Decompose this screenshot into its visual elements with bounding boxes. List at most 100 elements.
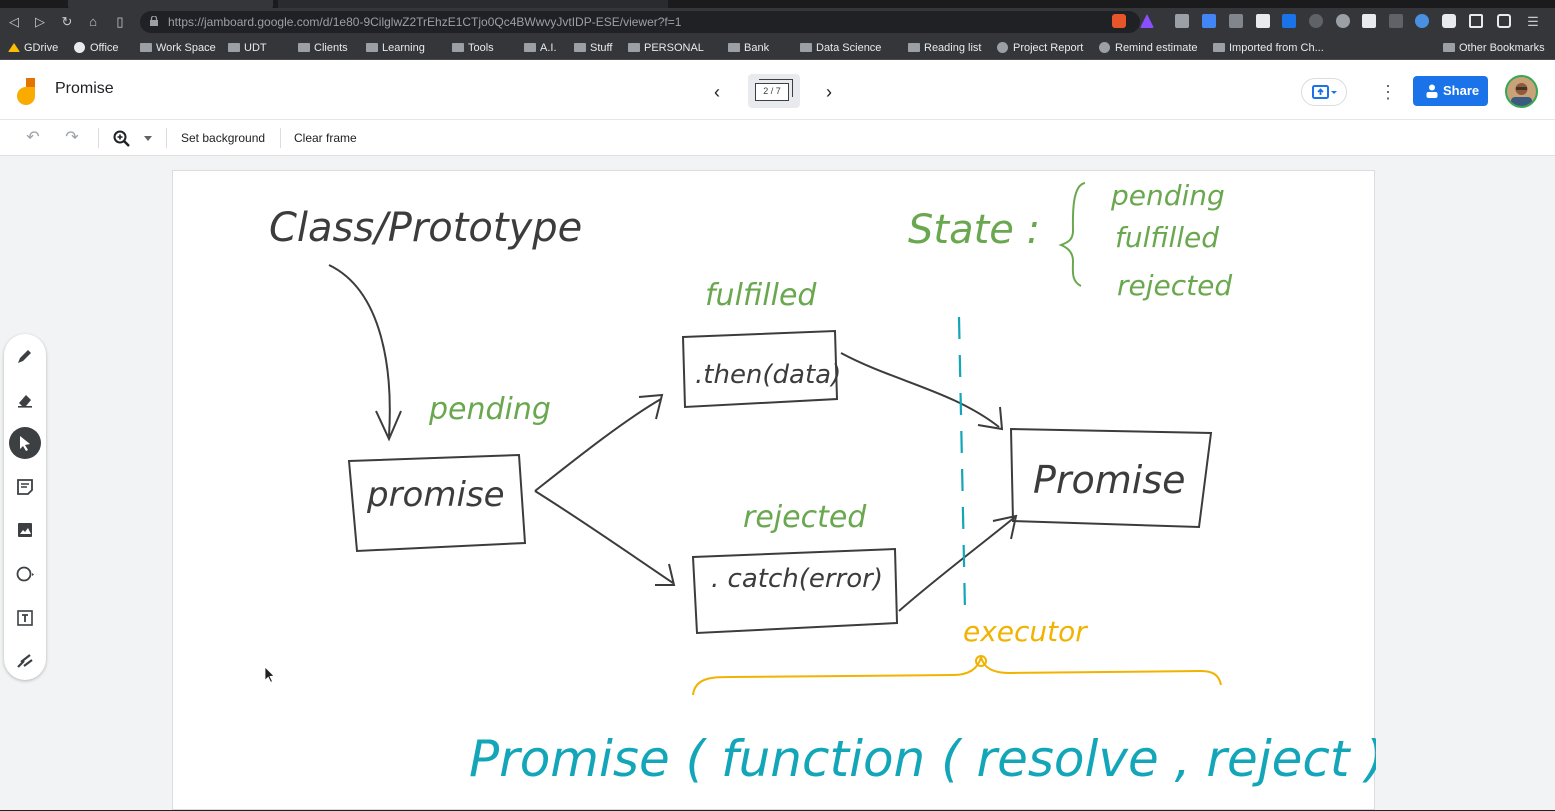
bookmark-item[interactable]: Project Report <box>997 36 1083 60</box>
address-bar[interactable]: https://jamboard.google.com/d/1e80-9Cilg… <box>140 11 1140 33</box>
text-box-tool[interactable] <box>9 602 41 634</box>
bookmark-folder[interactable]: Stuff <box>574 36 612 60</box>
document-title[interactable]: Promise <box>55 80 114 97</box>
wallet-icon[interactable] <box>1497 14 1511 28</box>
toolbar-divider <box>280 128 281 148</box>
user-photo <box>1507 77 1536 106</box>
reload-icon[interactable]: ↻ <box>61 14 73 29</box>
canvas-area: Class/Prototype State : pending fulfille… <box>0 156 1555 810</box>
laser-icon <box>17 654 33 668</box>
cast-button[interactable] <box>1301 78 1347 106</box>
frame-bar-button[interactable]: 2 / 7 <box>748 74 800 108</box>
folder-icon <box>140 43 152 52</box>
pen-tool[interactable] <box>9 340 41 372</box>
menu-icon[interactable]: ☰ <box>1527 14 1539 29</box>
tab-inactive[interactable] <box>278 0 668 8</box>
image-tool[interactable] <box>9 514 41 546</box>
sticky-note-tool[interactable] <box>9 471 41 503</box>
tab-active[interactable] <box>68 0 273 8</box>
globe-icon <box>1099 42 1110 53</box>
cast-icon <box>1312 85 1337 99</box>
circle-icon <box>16 566 34 582</box>
back-icon[interactable]: ◁ <box>9 14 19 29</box>
bookmark-folder[interactable]: Bank <box>728 36 769 60</box>
folder-icon <box>908 43 920 52</box>
bookmark-item[interactable]: GDrive <box>8 36 58 60</box>
bookmark-folder[interactable]: Data Science <box>800 36 881 60</box>
brave-shield-icon[interactable] <box>1112 14 1126 28</box>
previous-frame-button[interactable]: ‹ <box>714 82 720 102</box>
eraser-icon <box>18 395 32 408</box>
puzzle-icon[interactable] <box>1442 14 1456 28</box>
arrowhead <box>992 514 1018 540</box>
home-icon[interactable]: ⌂ <box>89 14 97 29</box>
sticky-note-icon <box>17 479 33 495</box>
wikipedia-icon[interactable] <box>1389 14 1403 28</box>
bookmark-folder[interactable]: Clients <box>298 36 348 60</box>
bookmark-folder[interactable]: Imported from Ch... <box>1213 36 1324 60</box>
rejected-label: rejected <box>743 500 867 535</box>
state-value-rejected: rejected <box>1117 269 1232 302</box>
next-frame-button[interactable]: › <box>826 82 832 102</box>
bookmark-item[interactable]: Remind estimate <box>1099 36 1198 60</box>
promise-result-label: Promise <box>1033 458 1186 502</box>
catch-box-label: . catch(error) <box>711 564 883 594</box>
extension-card-icon[interactable] <box>1362 14 1376 28</box>
shape-tool[interactable] <box>9 558 41 590</box>
extension-gear-icon[interactable] <box>1309 14 1323 28</box>
zoom-icon[interactable] <box>113 130 131 148</box>
constructor-label: Promise ( function ( resolve , reject )) <box>469 730 1376 788</box>
jam-frame[interactable]: Class/Prototype State : pending fulfille… <box>172 170 1376 810</box>
screenshot-icon[interactable] <box>1256 14 1270 28</box>
bookmark-icon[interactable]: ▯ <box>116 14 124 29</box>
redo-icon[interactable]: ↷ <box>65 129 79 146</box>
clear-frame-button[interactable]: Clear frame <box>294 131 357 145</box>
bookmark-folder[interactable]: A.I. <box>524 36 557 60</box>
brace-loop <box>975 655 987 667</box>
bookmark-folder[interactable]: Learning <box>366 36 425 60</box>
extension-ft-icon[interactable] <box>1282 14 1296 28</box>
frame-stack-icon <box>759 79 793 97</box>
extension-icon[interactable] <box>1229 14 1243 28</box>
bookmark-folder[interactable]: Tools <box>452 36 494 60</box>
image-icon <box>18 523 32 537</box>
bookmark-folder[interactable]: Other Bookmarks <box>1443 36 1545 60</box>
bookmark-folder[interactable]: Reading list <box>908 36 981 60</box>
zoom-dropdown-icon[interactable] <box>144 136 152 141</box>
eraser-tool[interactable] <box>9 384 41 416</box>
folder-icon <box>574 43 586 52</box>
compass-icon[interactable] <box>1336 14 1350 28</box>
avatar[interactable] <box>1505 75 1538 108</box>
edit-toolbar: ↶ ↷ Set background Clear frame <box>0 120 1555 156</box>
bookmark-folder[interactable]: Work Space <box>140 36 216 60</box>
bookmark-item[interactable]: Office <box>74 36 119 60</box>
arrowhead <box>977 406 1004 431</box>
bookmark-folder[interactable]: UDT <box>228 36 267 60</box>
frame-indicator: 2 / 7 <box>755 83 789 101</box>
bookmark-folder[interactable]: PERSONAL <box>628 36 704 60</box>
undo-icon[interactable]: ↶ <box>26 129 40 146</box>
state-value-fulfilled: fulfilled <box>1115 221 1219 254</box>
laser-tool[interactable] <box>9 645 41 677</box>
more-options-icon[interactable]: ⋮ <box>1379 82 1397 102</box>
executor-brace <box>692 656 1222 696</box>
folder-icon <box>800 43 812 52</box>
set-background-button[interactable]: Set background <box>181 131 266 145</box>
arrow-catch-to-promise <box>898 516 1016 612</box>
share-button[interactable]: Share <box>1413 76 1488 106</box>
app-header: Promise ‹ 2 / 7 › ⋮ Share <box>0 60 1555 120</box>
toolbar-divider <box>166 128 167 148</box>
reader-icon[interactable] <box>1175 14 1189 28</box>
select-tool[interactable] <box>9 427 41 459</box>
translate-icon[interactable] <box>1202 14 1216 28</box>
folder-icon <box>366 43 378 52</box>
then-box-label: .then(data) <box>695 360 841 390</box>
then-box <box>681 329 839 409</box>
forward-icon[interactable]: ▷ <box>35 14 45 29</box>
password-icon[interactable] <box>1415 14 1429 28</box>
office-icon <box>74 42 85 53</box>
sidebar-icon[interactable] <box>1469 14 1483 28</box>
promise-result-box <box>1009 427 1213 529</box>
executor-divider <box>957 316 967 612</box>
rewards-icon[interactable] <box>1140 14 1154 28</box>
